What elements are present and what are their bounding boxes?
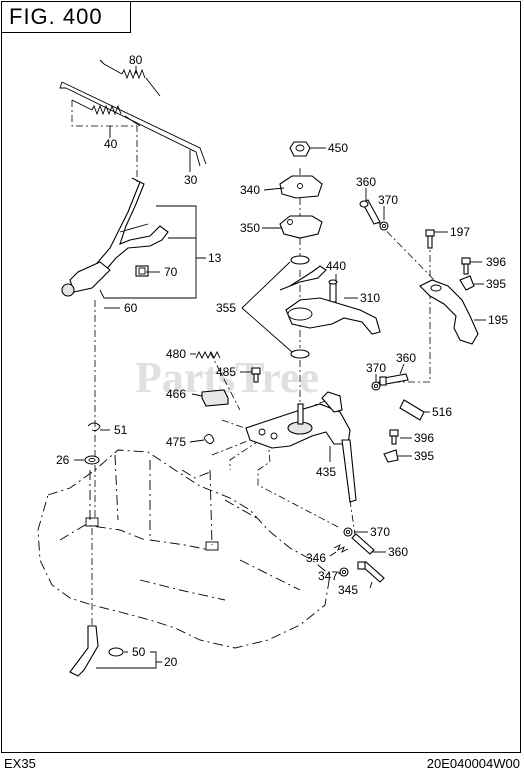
callout-360-b: 360 (396, 351, 416, 365)
part-346-spring (333, 544, 349, 553)
callout-195: 195 (488, 313, 508, 327)
part-370-washer-3 (343, 527, 353, 537)
callout-440: 440 (326, 259, 346, 273)
callout-370-b: 370 (366, 361, 386, 375)
part-466-block (201, 389, 229, 407)
part-26-washer (84, 455, 100, 465)
footer-code: 20E040004W00 (426, 756, 520, 771)
figure-label: FIG. 400 (1, 1, 131, 33)
part-360-bolt-3 (351, 533, 375, 555)
callout-370-c: 370 (370, 525, 390, 539)
callout-347: 347 (318, 569, 338, 583)
callout-475: 475 (166, 435, 186, 449)
callout-360-c: 360 (388, 545, 408, 559)
callout-80: 80 (129, 53, 143, 67)
part-80-spring (99, 59, 161, 97)
diagram-frame (1, 1, 521, 753)
callout-346: 346 (306, 551, 326, 565)
callout-340: 340 (240, 183, 260, 197)
callout-395-b: 395 (414, 449, 434, 463)
callout-26: 26 (56, 453, 70, 467)
part-450-nut (289, 141, 311, 157)
callout-480: 480 (166, 347, 186, 361)
part-395-clip (459, 275, 475, 291)
callout-350: 350 (240, 221, 260, 235)
part-30-rod (59, 81, 207, 167)
part-51-clip (87, 422, 101, 431)
part-360-bolt-2 (379, 373, 409, 386)
part-340-plate (279, 175, 323, 199)
callout-30: 30 (184, 173, 198, 187)
part-310-lever (279, 265, 381, 335)
callout-345: 345 (338, 583, 358, 597)
part-370-washer (379, 221, 389, 231)
callout-51: 51 (114, 423, 128, 437)
callout-leaders (74, 66, 486, 669)
part-485-bolt (251, 367, 261, 383)
part-345-bolt (357, 561, 385, 583)
part-20-rod (69, 625, 99, 677)
part-50-clip (108, 647, 124, 657)
part-360-bolt (359, 199, 381, 225)
callout-labels: 80 40 30 13 70 60 450 340 350 355 440 31… (56, 53, 508, 669)
part-475-clip (203, 434, 215, 444)
engine-outline (37, 449, 331, 649)
part-396-bolt-2 (389, 429, 399, 445)
part-40-spring (71, 99, 141, 127)
part-480-spring (195, 350, 221, 360)
callout-395: 395 (486, 277, 506, 291)
callout-50: 50 (132, 645, 146, 659)
callout-20: 20 (164, 655, 178, 669)
callout-197: 197 (450, 225, 470, 239)
part-395-clip-2 (383, 449, 399, 463)
part-13-governor-lever (61, 177, 169, 297)
callout-40: 40 (104, 137, 118, 151)
footer-model: EX35 (4, 756, 36, 771)
callout-435: 435 (316, 465, 336, 479)
part-370-washer-2 (371, 381, 381, 391)
part-440-pin (328, 279, 338, 303)
part-347-washer (339, 567, 349, 577)
callout-450: 450 (328, 141, 348, 155)
part-70-clip (135, 265, 149, 277)
callout-70: 70 (164, 265, 178, 279)
watermark: PartsTree (135, 353, 319, 402)
part-350-plate (279, 215, 323, 239)
callout-360: 360 (356, 175, 376, 189)
part-435-bracket (245, 391, 357, 503)
part-355-washers (290, 255, 310, 359)
callout-516: 516 (432, 405, 452, 419)
callout-13: 13 (208, 251, 222, 265)
callout-60: 60 (124, 301, 138, 315)
part-195-bracket (419, 279, 479, 345)
part-396-bolt (461, 257, 471, 275)
callout-396: 396 (486, 255, 506, 269)
callout-466: 466 (166, 387, 186, 401)
callout-370: 370 (378, 193, 398, 207)
callout-355: 355 (216, 301, 236, 315)
part-197-bolt (425, 229, 435, 249)
callout-310: 310 (360, 291, 380, 305)
callout-396-b: 396 (414, 431, 434, 445)
part-516-plate (399, 399, 425, 421)
callout-485: 485 (216, 365, 236, 379)
